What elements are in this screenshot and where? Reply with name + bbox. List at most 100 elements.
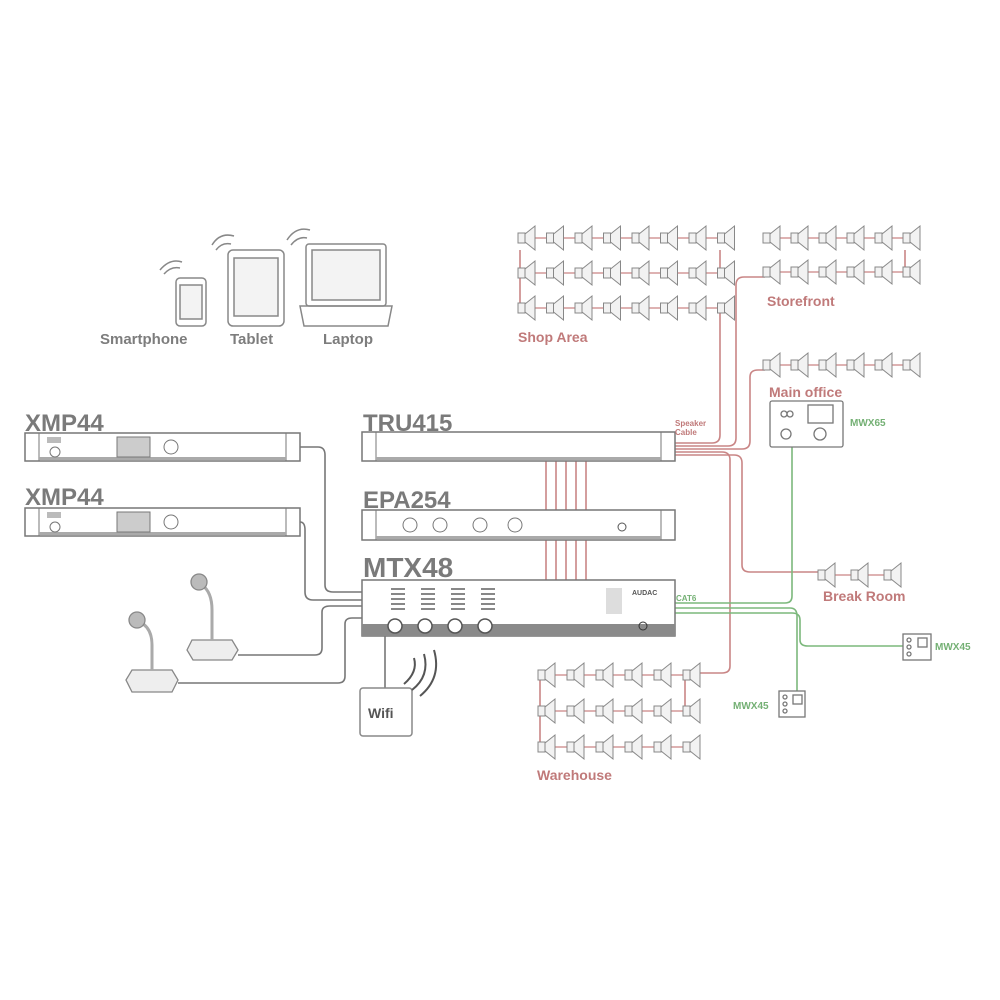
speaker-icon-shop-area bbox=[546, 224, 564, 252]
speaker-icon-warehouse bbox=[653, 697, 672, 725]
speaker-cable-label-box: Speaker Cable bbox=[675, 419, 707, 437]
speaker-icon-shop-area bbox=[717, 259, 735, 287]
mtx48-zone-3 bbox=[447, 588, 465, 634]
mtx48-label: MTX48 bbox=[363, 552, 453, 583]
speaker-icon-break-room bbox=[850, 561, 869, 589]
speaker-icon-warehouse bbox=[537, 697, 556, 725]
speaker-icon-storefront bbox=[846, 224, 865, 252]
speaker-icon-storefront bbox=[762, 258, 781, 286]
xmp44-a-label: XMP44 bbox=[25, 410, 104, 437]
speaker-icon-shop-area bbox=[517, 224, 536, 252]
speaker-icon-warehouse bbox=[566, 733, 585, 761]
mic-2-cable bbox=[178, 617, 365, 684]
tablet-label: Tablet bbox=[230, 331, 273, 348]
smartphone-label: Smartphone bbox=[100, 331, 188, 348]
desk-microphone-2 bbox=[125, 611, 179, 693]
speaker-icon-shop-area bbox=[517, 259, 536, 287]
speaker-icon-main-office bbox=[762, 351, 781, 379]
tru415-device bbox=[361, 431, 676, 462]
epa254-label: EPA254 bbox=[363, 487, 451, 514]
speaker-icon-shop-area bbox=[603, 294, 621, 322]
speaker-icon-break-room bbox=[883, 561, 902, 589]
speaker-icon-main-office bbox=[818, 351, 837, 379]
speaker-icon-shop-area bbox=[517, 294, 536, 322]
speaker-icon-warehouse bbox=[682, 733, 701, 761]
tablet-icon bbox=[211, 234, 285, 327]
speaker-icon-shop-area bbox=[688, 259, 707, 287]
zone-label-break-room: Break Room bbox=[823, 588, 905, 604]
speaker-icon-main-office bbox=[846, 351, 865, 379]
speaker-icon-shop-area bbox=[660, 224, 678, 252]
speaker-icon-shop-area bbox=[631, 224, 650, 252]
tru415-label: TRU415 bbox=[363, 410, 452, 437]
laptop-icon bbox=[286, 228, 393, 327]
speaker-icon-storefront bbox=[818, 258, 837, 286]
mtx48-zone-4 bbox=[477, 588, 495, 634]
mtx48-brand: AUDAC bbox=[632, 590, 657, 597]
speaker-icon-storefront bbox=[902, 224, 921, 252]
speaker-icon-warehouse bbox=[682, 661, 701, 689]
speaker-icon-warehouse bbox=[595, 733, 614, 761]
mwx45-label-1: MWX45 bbox=[935, 642, 971, 653]
zone-label-warehouse: Warehouse bbox=[537, 767, 612, 783]
mwx45-label-2: MWX45 bbox=[733, 701, 769, 712]
speaker-icon-storefront bbox=[902, 258, 921, 286]
speaker-icon-shop-area bbox=[688, 294, 707, 322]
wifi-label: Wifi bbox=[368, 705, 394, 721]
speaker-icon-warehouse bbox=[537, 733, 556, 761]
speaker-icon-warehouse bbox=[653, 733, 672, 761]
zone-label-storefront: Storefront bbox=[767, 293, 835, 309]
speaker-icon-storefront bbox=[790, 258, 809, 286]
speaker-icon-main-office bbox=[902, 351, 921, 379]
xmp44-b-cable bbox=[299, 521, 365, 601]
wifi-signal-icon bbox=[403, 649, 438, 697]
speaker-icon-shop-area bbox=[546, 294, 564, 322]
speaker-icon-shop-area bbox=[574, 259, 593, 287]
speaker-icon-shop-area bbox=[660, 259, 678, 287]
epa254-device bbox=[361, 509, 676, 541]
speaker-icon-storefront bbox=[874, 224, 893, 252]
speaker-icon-storefront bbox=[762, 224, 781, 252]
mwx65-label: MWX65 bbox=[850, 418, 886, 429]
cat6-label: CAT6 bbox=[676, 594, 697, 603]
speaker-icon-shop-area bbox=[603, 224, 621, 252]
xmp44-a-device bbox=[24, 432, 301, 462]
speaker-icon-storefront bbox=[818, 224, 837, 252]
speaker-icon-shop-area bbox=[688, 224, 707, 252]
speaker-icon-main-office bbox=[874, 351, 893, 379]
laptop-label: Laptop bbox=[323, 331, 373, 348]
speaker-icon-storefront bbox=[846, 258, 865, 286]
xmp44-a-cable bbox=[300, 446, 365, 593]
smartphone-icon bbox=[159, 260, 207, 327]
speaker-icon-break-room bbox=[817, 561, 836, 589]
speaker-icon-shop-area bbox=[574, 294, 593, 322]
speaker-icon-warehouse bbox=[624, 697, 643, 725]
speaker-icon-storefront bbox=[790, 224, 809, 252]
zone-label-shop-area: Shop Area bbox=[518, 329, 588, 345]
speaker-icon-shop-area bbox=[546, 259, 564, 287]
desk-microphone-1 bbox=[186, 573, 239, 661]
mwx45-panel-2 bbox=[778, 690, 806, 718]
speaker-icon-main-office bbox=[790, 351, 809, 379]
speaker-icon-shop-area bbox=[631, 294, 650, 322]
speaker-icon-warehouse bbox=[682, 697, 701, 725]
speaker-icon-shop-area bbox=[603, 259, 621, 287]
speaker-icon-warehouse bbox=[595, 697, 614, 725]
mwx45-panel-1 bbox=[902, 633, 932, 661]
xmp44-b-label: XMP44 bbox=[25, 484, 104, 511]
mwx65-panel bbox=[769, 400, 844, 448]
speaker-icon-warehouse bbox=[653, 661, 672, 689]
speaker-icon-shop-area bbox=[717, 294, 735, 322]
speaker-icon-shop-area bbox=[660, 294, 678, 322]
mtx48-device bbox=[361, 579, 676, 637]
speaker-icon-warehouse bbox=[566, 697, 585, 725]
speaker-icon-storefront bbox=[874, 258, 893, 286]
mic-1-cable bbox=[238, 605, 365, 656]
speaker-icon-shop-area bbox=[717, 224, 735, 252]
speaker-icon-shop-area bbox=[631, 259, 650, 287]
mtx48-zone-1 bbox=[387, 588, 405, 634]
speaker-icon-warehouse bbox=[624, 661, 643, 689]
speaker-cable-label: Speaker Cable bbox=[675, 419, 707, 437]
